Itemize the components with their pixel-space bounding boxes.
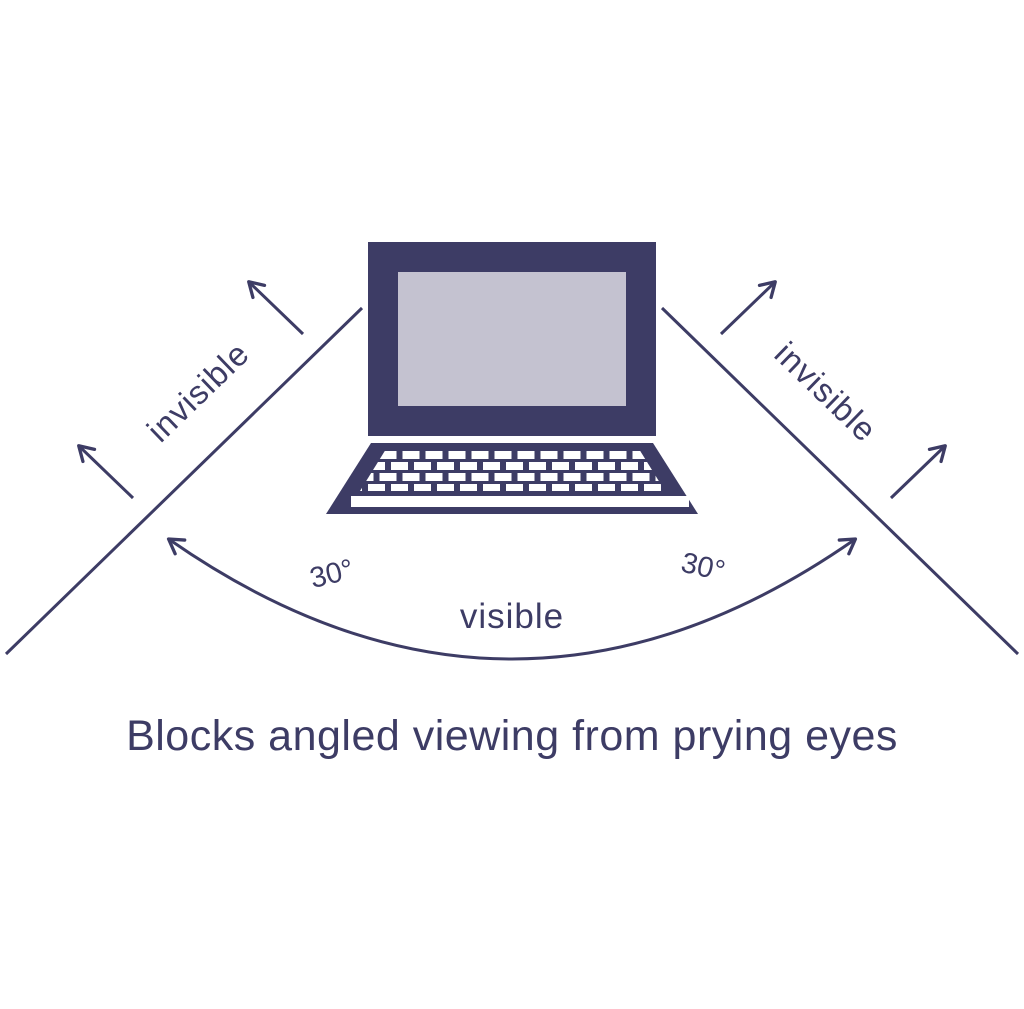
visible-label: visible [460,597,564,636]
left-angle-label: 30° [307,553,357,595]
left-sightline [4,306,364,656]
right-upper-invisible-arrow [719,280,777,336]
laptop-keyboard [360,449,665,491]
laptop-front-lip [351,496,689,507]
caption: Blocks angled viewing from prying eyes [126,712,898,760]
left-invisible-label: invisible [140,335,257,449]
right-invisible-label: invisible [768,335,885,449]
left-upper-invisible-arrow [247,280,305,336]
laptop-icon [326,242,698,514]
right-angle-label: 30° [678,547,728,588]
visible-arc [166,537,858,661]
left-lower-invisible-arrow [77,444,135,500]
right-sightline [660,306,1020,656]
right-lower-invisible-arrow [889,444,947,500]
laptop-display [398,272,626,406]
